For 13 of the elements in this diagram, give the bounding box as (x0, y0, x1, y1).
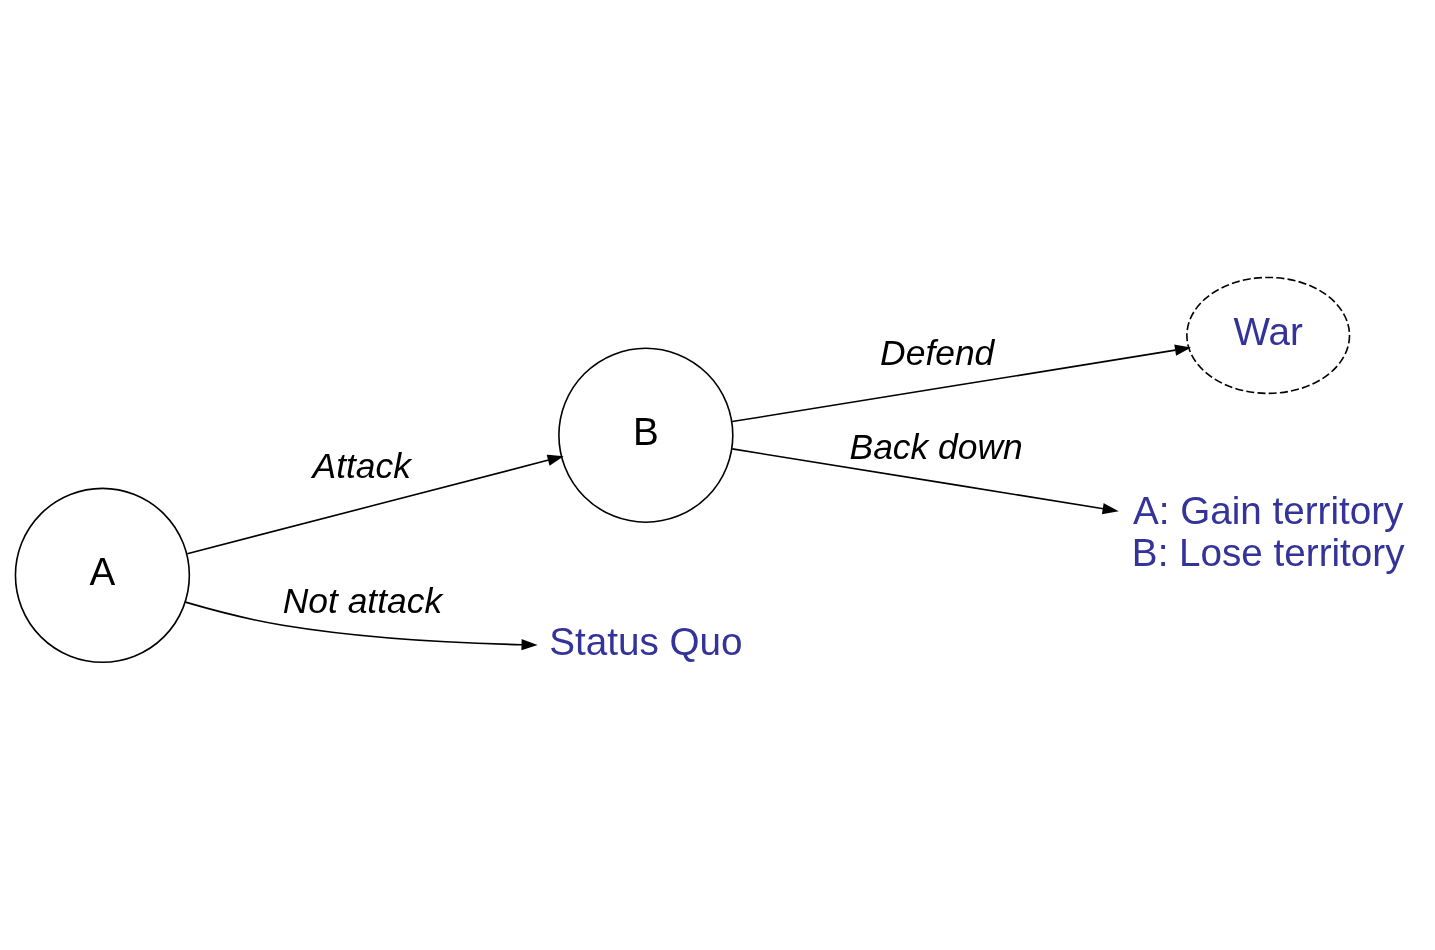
node-ellipse: War (1186, 276, 1351, 394)
arrow (731, 344, 1192, 422)
arrow (186, 454, 564, 555)
edge-label: Attack (312, 445, 411, 486)
edge-label: Back down (849, 426, 1023, 467)
node-text: A: Gain territory B: Lose territory (1131, 488, 1405, 574)
edge-label: Not attack (282, 580, 443, 621)
edge-label: Defend (880, 332, 995, 373)
node-text: Status Quo (549, 619, 743, 663)
node-circle: B (558, 347, 734, 523)
node-circle: A (14, 487, 191, 663)
arrow (184, 600, 538, 650)
arrow (731, 447, 1119, 514)
